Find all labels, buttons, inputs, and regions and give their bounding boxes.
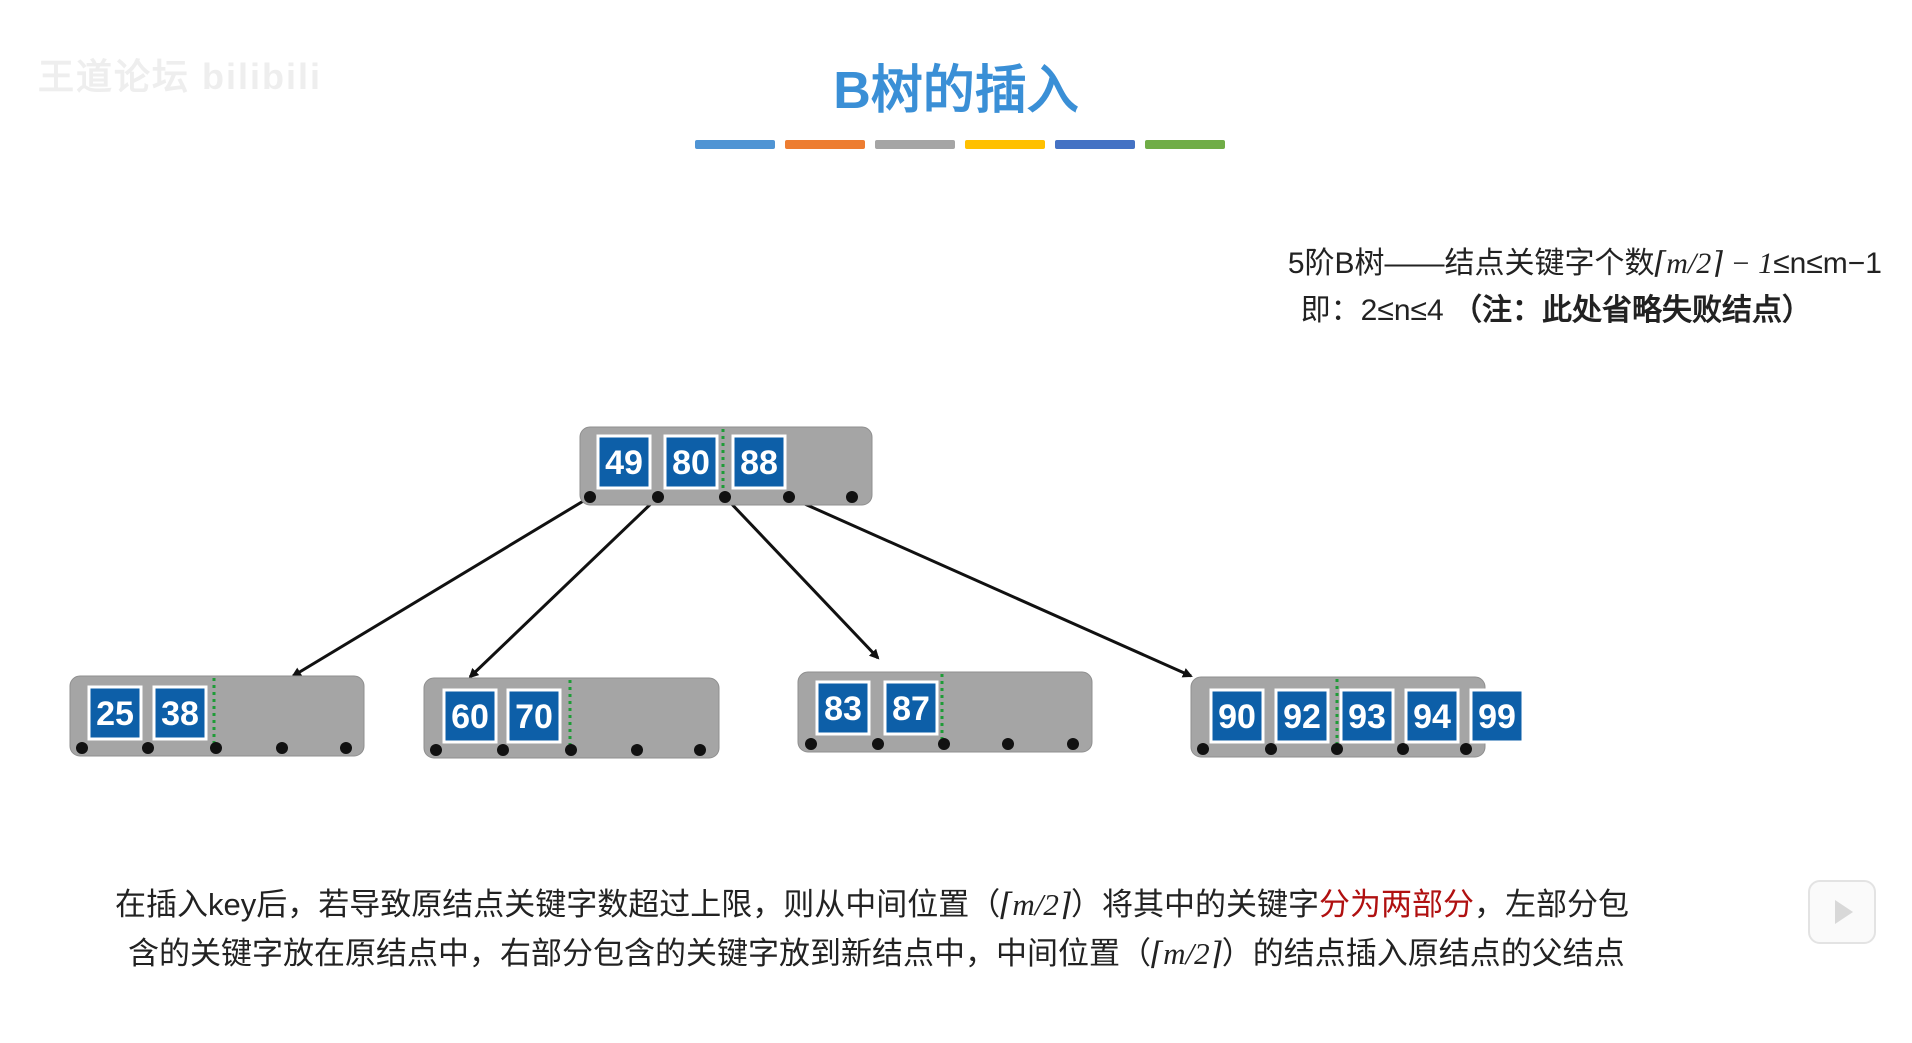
color-bar-1 (695, 140, 775, 149)
pointer-dot (584, 491, 596, 503)
key-label: 49 (605, 444, 643, 482)
key-label: 38 (161, 695, 199, 733)
key-label: 92 (1283, 698, 1321, 736)
pointer-dot (276, 742, 288, 754)
explain-part-3: ，左部分包 (1473, 887, 1629, 922)
explain-part-4: 含的关键字放在原结点中，右部分包含的关键字放到新结点中，中间位置（ (128, 936, 1151, 971)
pointer-dot (1002, 738, 1014, 750)
pointer-dot (872, 738, 884, 750)
rule-suffix: ≤n≤m−1 (1773, 247, 1882, 280)
key-label: 93 (1348, 698, 1386, 736)
play-icon (1835, 900, 1853, 924)
rule-formula: ⌈m/2⌉ − 1 (1654, 247, 1774, 280)
key-box (883, 680, 939, 736)
tree-nodes: 49 80 88 25 38 60 70 83 87 90 92 93 94 99 (69, 426, 1525, 759)
explain-formula-2: ⌈m/2⌉ (1151, 936, 1222, 971)
pointer-dot (142, 742, 154, 754)
explain-part-2: ）将其中的关键字 (1070, 887, 1319, 922)
key-box (663, 434, 719, 490)
key-label: 80 (672, 444, 710, 482)
pointer-dot (340, 742, 352, 754)
key-box (1469, 688, 1525, 744)
node-box (797, 671, 1093, 753)
pointer-dot (846, 491, 858, 503)
color-bar-5 (1055, 140, 1135, 149)
color-bar-2 (785, 140, 865, 149)
key-label: 99 (1478, 698, 1516, 736)
slide-title: B树的插入 (833, 62, 1079, 120)
node-box (579, 426, 873, 506)
key-box (87, 685, 143, 741)
key-box (596, 434, 652, 490)
key-box (442, 688, 498, 744)
child-node-4: 90 92 93 94 99 (1190, 676, 1525, 758)
pointer-dot (694, 744, 706, 756)
rule-line-2: 即：2≤n≤4 （注：此处省略失败结点） (1301, 285, 1812, 329)
key-box (1404, 688, 1460, 744)
node-box (69, 675, 365, 757)
pointer-arrow (291, 495, 591, 678)
key-label: 90 (1218, 698, 1256, 736)
key-box (1209, 688, 1265, 744)
pointer-arrow (723, 495, 880, 660)
explain-part-5: ）的结点插入原结点的父结点 (1221, 936, 1625, 971)
color-bar-3 (875, 140, 955, 149)
key-label: 94 (1413, 698, 1451, 736)
explanation-line-1: 在插入key后，若导致原结点关键字数超过上限，则从中间位置（⌈m/2⌉）将其中的… (115, 880, 1805, 929)
watermark: 王道论坛 bilibili (38, 56, 322, 97)
pointer-dot (719, 491, 731, 503)
color-bar-6 (1145, 140, 1225, 149)
key-box (152, 685, 208, 741)
pointer-dot (652, 491, 664, 503)
play-button[interactable] (1808, 880, 1876, 944)
explanation-line-2: 含的关键字放在原结点中，右部分包含的关键字放到新结点中，中间位置（⌈m/2⌉）的… (128, 929, 1818, 978)
pointer-dot (938, 738, 950, 750)
pointer-dot (783, 491, 795, 503)
pointer-dot (76, 742, 88, 754)
pointer-dot (1331, 743, 1343, 755)
key-box (815, 680, 871, 736)
rule-prefix: 5阶B树——结点关键字个数 (1287, 247, 1655, 280)
rule-range: 即：2≤n≤4 (1300, 294, 1452, 327)
pointer-dot (1460, 743, 1472, 755)
child-node-3: 83 87 (797, 671, 1093, 753)
pointer-arrow (468, 495, 660, 679)
pointer-dot (1397, 743, 1409, 755)
pointer-dot (1067, 738, 1079, 750)
pointer-dot (1197, 743, 1209, 755)
rule-note: （注：此处省略失败结点） (1452, 294, 1812, 327)
key-box (506, 688, 562, 744)
child-node-1: 25 38 (69, 675, 365, 757)
key-label: 83 (824, 690, 862, 728)
pointer-dot (210, 742, 222, 754)
pointer-dot (497, 744, 509, 756)
key-label: 25 (96, 695, 134, 733)
key-box (1274, 688, 1330, 744)
tree-edges (291, 495, 1193, 679)
key-label: 60 (451, 698, 489, 736)
pointer-dot (430, 744, 442, 756)
key-box (1339, 688, 1395, 744)
pointer-dot (631, 744, 643, 756)
key-box (731, 434, 787, 490)
child-node-2: 60 70 (423, 677, 720, 759)
key-label: 88 (740, 444, 778, 482)
explain-highlight: 分为两部分 (1318, 887, 1474, 922)
color-bar-4 (965, 140, 1045, 149)
pointer-dot (1265, 743, 1277, 755)
rule-line-1: 5阶B树——结点关键字个数⌈m/2⌉ − 1≤n≤m−1 (1288, 238, 1882, 282)
pointer-dot (805, 738, 817, 750)
key-label: 87 (892, 690, 930, 728)
pointer-dot (565, 744, 577, 756)
explain-part-1: 在插入key后，若导致原结点关键字数超过上限，则从中间位置（ (115, 887, 1001, 922)
root-node: 49 80 88 (579, 426, 873, 506)
pointer-arrow (788, 495, 1193, 678)
key-label: 70 (515, 698, 553, 736)
explain-formula-1: ⌈m/2⌉ (1000, 887, 1071, 922)
